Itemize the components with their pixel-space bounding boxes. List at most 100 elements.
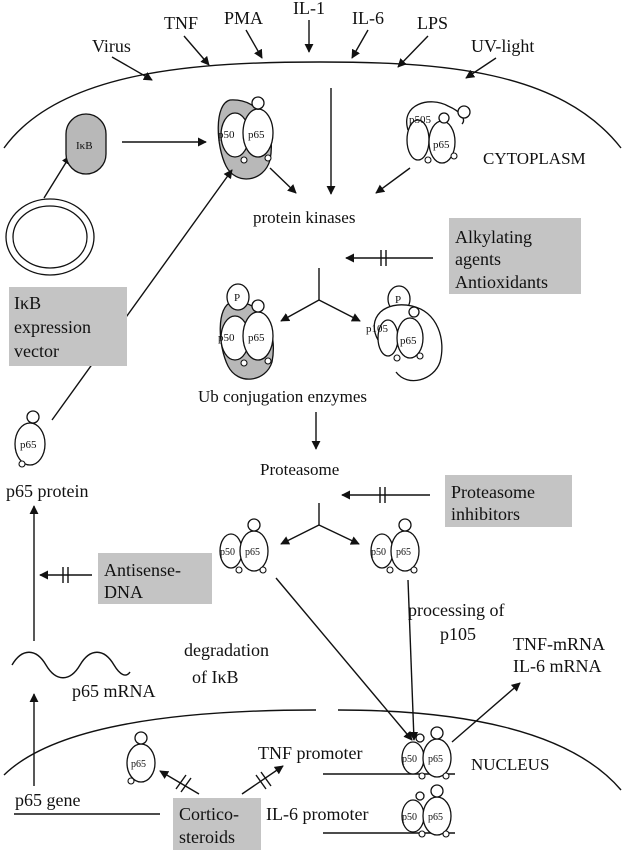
phospho-p50-label: p50 (218, 332, 235, 344)
antisense-box (98, 553, 212, 604)
free-nfkb-left: p50 p65 (219, 518, 269, 574)
p105-p65-complex: p505 p65 (406, 101, 471, 164)
stimulus-tnf: TNF (164, 13, 198, 33)
cell-membrane (3, 61, 622, 149)
arrow-p105-to-kinases (375, 167, 411, 194)
ikb-vector-box (9, 287, 127, 366)
corticosteroids-box (173, 798, 261, 850)
proteasome-inhibitors-line1: Proteasome (451, 482, 535, 502)
p105-complex-p65-label: p65 (433, 139, 450, 151)
nfkb-tnf-promoter: p50 p65 (401, 726, 452, 780)
alkylating-line3: Antioxidants (455, 272, 548, 292)
corticosteroids-line2: steroids (179, 827, 235, 847)
free-left-p50-label: p50 (220, 547, 235, 558)
stimulus-virus: Virus (92, 36, 131, 56)
stimulus-il1: IL-1 (293, 0, 325, 18)
proteasome-inhibitors-line2: inhibitors (451, 504, 520, 524)
arrow-plasmid-to-ikb (43, 155, 71, 199)
arrow-to-mrna (451, 682, 521, 743)
inhibition-bar-10 (260, 771, 272, 787)
inhibition-bar-7 (175, 774, 187, 790)
free-nfkb-right: p50 p65 (370, 518, 420, 574)
arrow-complex-to-kinases (269, 167, 297, 194)
nuclear-p65-label: p65 (131, 759, 146, 770)
arrow-lps (397, 35, 429, 68)
phospho-p65-label: p65 (248, 332, 265, 344)
plasmid (5, 198, 95, 276)
arrow-right-to-nucleus (407, 579, 419, 741)
stimulus-lps: LPS (417, 13, 448, 33)
nfkb-ikb-complex: p50 p65 (217, 96, 274, 180)
tnf-bound-p65-label: p65 (428, 754, 443, 765)
tnf-promoter-label: TNF promoter (258, 743, 362, 763)
complex-p50-label: p50 (218, 129, 235, 141)
inhibition-arrow-cortico-p65 (159, 770, 200, 795)
p65-mrna-label: p65 mRNA (72, 681, 156, 701)
ikb-vector-line1: IκB (14, 293, 41, 313)
phospho-p105-complex: P p105 p65 (366, 285, 443, 382)
free-p65-protein: p65 (14, 410, 46, 468)
arrow-il6 (351, 29, 369, 59)
p65-gene-label: p65 gene (15, 790, 80, 810)
ikb-label: IκB (76, 140, 93, 152)
ub-conjugation-label: Ub conjugation enzymes (198, 387, 367, 406)
nucleus-label: NUCLEUS (471, 755, 549, 774)
kinase-branch (280, 268, 361, 322)
arrow-pma (245, 29, 263, 59)
nfkb-il6-promoter: p50 p65 (401, 784, 452, 838)
cytoplasm-label: CYTOPLASM (483, 149, 586, 168)
proteasome-inhibitors-box (445, 475, 572, 527)
nuclear-membrane-left (3, 709, 317, 776)
processing-line2: p105 (440, 624, 476, 644)
ikb-vector-line2: expression (14, 317, 91, 337)
alkylating-line1: Alkylating (455, 227, 532, 247)
ikb-protein: IκB (65, 113, 107, 175)
arrow-left-to-nucleus (275, 577, 413, 741)
antisense-line1: Antisense- (104, 560, 181, 580)
inhibition-bar-9 (255, 774, 267, 790)
il6-mrna-label: IL-6 mRNA (513, 656, 602, 676)
stimulus-il6: IL-6 (352, 8, 384, 28)
proteasome-label: Proteasome (260, 460, 339, 479)
p65-mrna-wave (11, 651, 131, 679)
stimuli: Virus TNF PMA IL-1 IL-6 LPS UV-light (92, 0, 534, 81)
phospho-ikb-complex: P p50 p65 (218, 283, 274, 380)
phospho-p105-p65-label: p65 (400, 335, 417, 347)
degradation-line2: of IκB (192, 667, 239, 687)
arrow-uv (465, 57, 497, 79)
phospho-p105-label: p105 (366, 323, 389, 335)
arrow-p65-to-complex (51, 169, 233, 421)
nuclear-membrane-right (337, 709, 622, 791)
corticosteroids-line1: Cortico- (179, 804, 239, 824)
free-right-p65-label: p65 (396, 547, 411, 558)
p505-label: p505 (409, 114, 432, 126)
alkylating-box (449, 218, 581, 294)
complex-p65-label: p65 (248, 129, 265, 141)
il6-bound-p65-label: p65 (428, 812, 443, 823)
il6-promoter-label: IL-6 promoter (266, 804, 368, 824)
p65-protein-label: p65 protein (6, 481, 89, 501)
il6-bound-p50-label: p50 (402, 812, 417, 823)
nuclear-p65: p65 (126, 731, 156, 785)
inhibition-arrow-cortico-tnf (241, 765, 284, 795)
stimulus-uv-light: UV-light (471, 36, 534, 56)
tnf-bound-p50-label: p50 (402, 754, 417, 765)
free-right-p50-label: p50 (371, 547, 386, 558)
phospho-label-1: P (234, 292, 240, 304)
free-left-p65-label: p65 (245, 547, 260, 558)
arrow-virus (111, 56, 153, 81)
degradation-line1: degradation (184, 640, 269, 660)
ikb-vector-line3: vector (14, 341, 59, 361)
proteasome-branch (280, 503, 360, 545)
alkylating-line2: agents (455, 249, 501, 269)
inhibition-bar-8 (180, 777, 192, 793)
protein-kinases-label: protein kinases (253, 208, 355, 227)
arrow-tnf (183, 35, 210, 66)
free-p65-label: p65 (20, 439, 37, 451)
phospho-label-2: P (395, 294, 401, 306)
processing-line1: processing of (408, 600, 504, 620)
antisense-line2: DNA (104, 582, 143, 602)
tnf-mrna-label: TNF-mRNA (513, 634, 605, 654)
stimulus-pma: PMA (224, 8, 263, 28)
